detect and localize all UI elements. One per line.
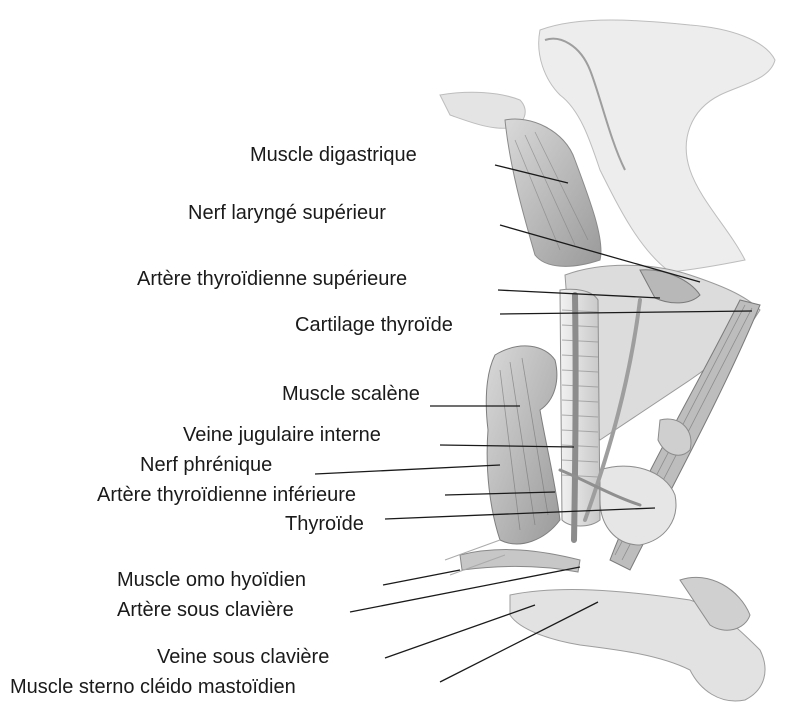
label-nerf-phrenique: Nerf phrénique — [140, 454, 272, 476]
label-artere-thyroidienne-superieure: Artère thyroïdienne supérieure — [137, 268, 407, 290]
label-muscle-sterno-cleido-mastoidien: Muscle sterno cléido mastoïdien — [10, 676, 296, 698]
thyroid-gland-shape — [600, 419, 691, 545]
label-muscle-omo-hyoidien: Muscle omo hyoïdien — [117, 569, 306, 591]
leader-veine-sous-claviere — [385, 605, 535, 658]
skull-base-shape — [440, 20, 775, 272]
omohyoid-muscle-shape — [445, 540, 580, 575]
label-thyroide: Thyroïde — [285, 513, 364, 535]
digastric-muscle-shape — [505, 119, 601, 266]
label-muscle-digastrique: Muscle digastrique — [250, 144, 417, 166]
label-muscle-scalene: Muscle scalène — [282, 383, 420, 405]
label-artere-sous-claviere: Artère sous clavière — [117, 599, 294, 621]
leader-nerf-phrenique — [315, 465, 500, 474]
label-veine-sous-claviere: Veine sous clavière — [157, 646, 329, 668]
label-nerf-larynge-superieur: Nerf laryngé supérieur — [188, 202, 386, 224]
label-artere-thyroidienne-inferieure: Artère thyroïdienne inférieure — [97, 484, 356, 506]
label-cartilage-thyroide: Cartilage thyroïde — [295, 314, 453, 336]
label-veine-jugulaire-interne: Veine jugulaire interne — [183, 424, 381, 446]
clavicle-region-shape — [510, 577, 765, 701]
leader-muscle-omo-hyoidien — [383, 570, 460, 585]
